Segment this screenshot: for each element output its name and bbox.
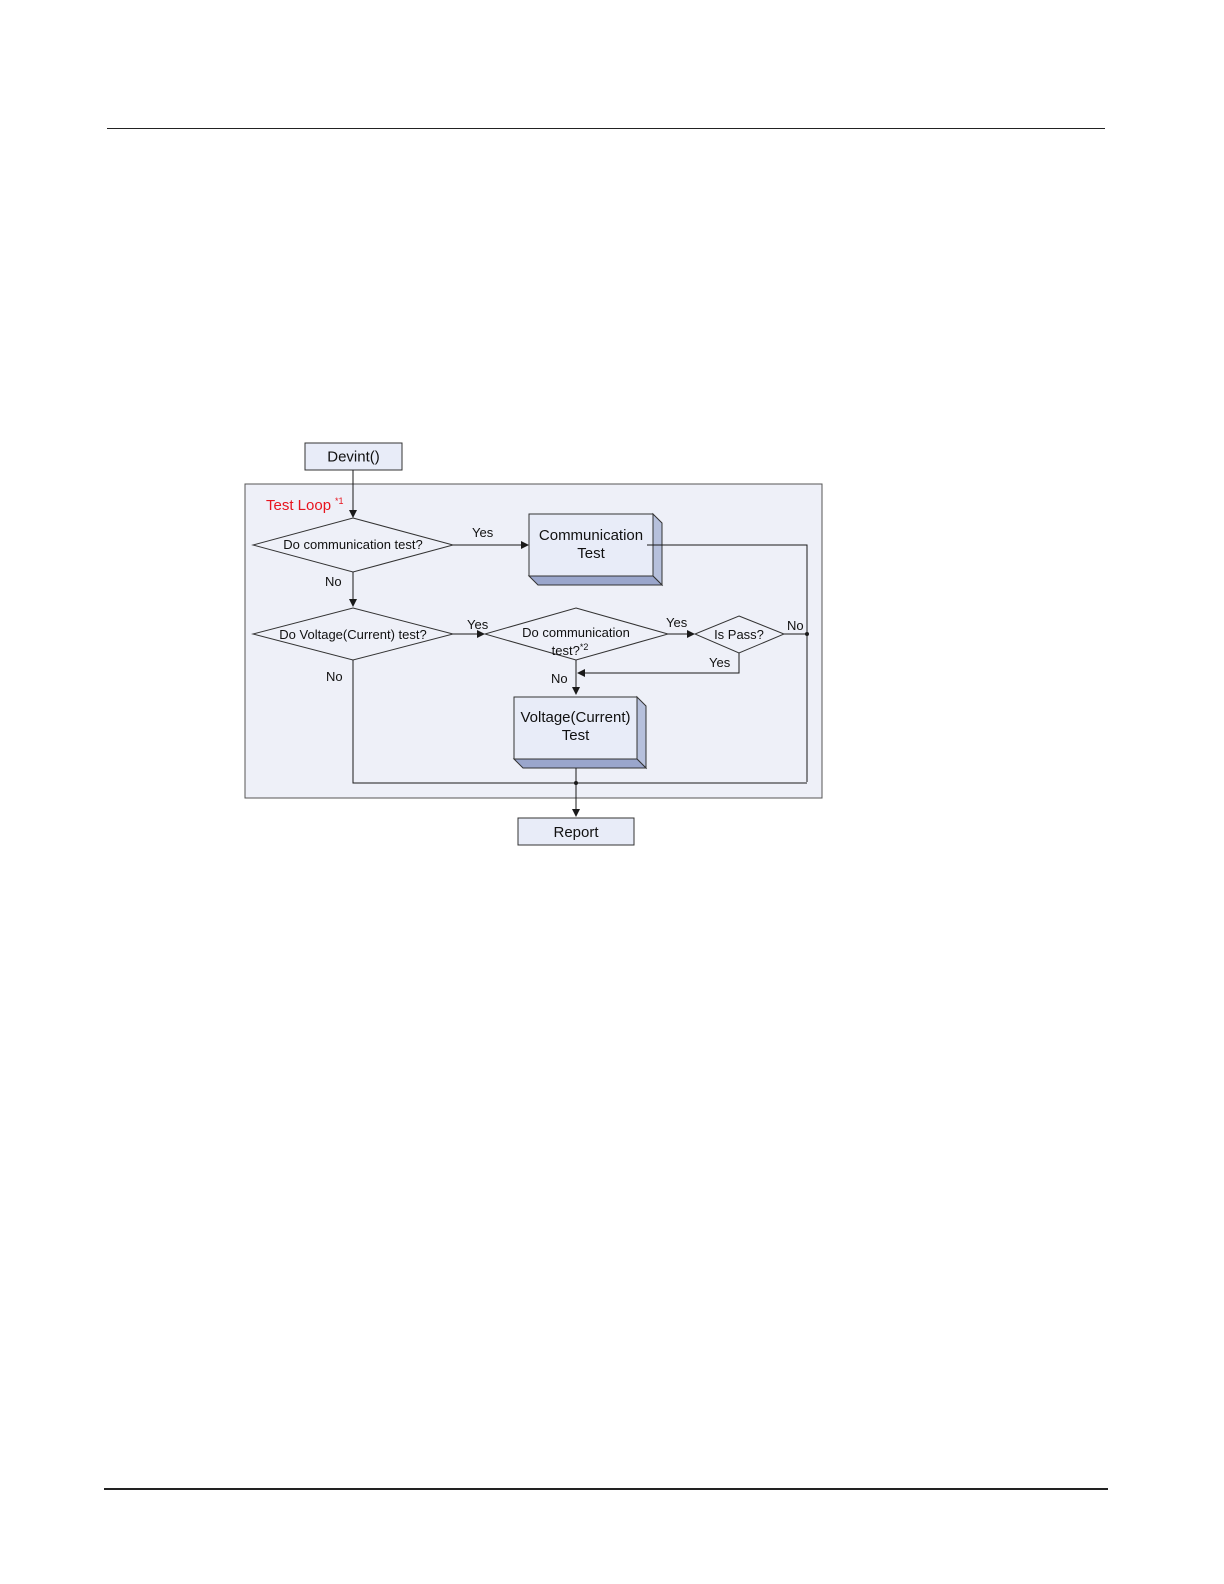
label-no-2: No [326, 669, 343, 684]
decision-communication-2-label-1: Do communication [522, 625, 630, 640]
decision-voltage-label: Do Voltage(Current) test? [279, 627, 426, 642]
process-communication-side [653, 514, 662, 585]
start-node-label: Devint() [327, 449, 380, 466]
process-voltage-label-1: Voltage(Current) [520, 709, 630, 726]
process-voltage-label-2: Test [562, 727, 590, 744]
label-yes-2: Yes [467, 617, 489, 632]
process-communication-label-2: Test [577, 545, 605, 562]
label-yes-4: Yes [709, 655, 731, 670]
decision-is-pass-label: Is Pass? [714, 627, 764, 642]
end-node-label: Report [553, 824, 599, 841]
junction-right [805, 632, 809, 636]
label-yes-3: Yes [666, 615, 688, 630]
process-communication-label-1: Communication [539, 527, 643, 544]
decision-communication-1-label: Do communication test? [283, 537, 422, 552]
process-voltage-side [637, 697, 646, 768]
process-communication-bottom [529, 576, 662, 585]
label-no-4: No [787, 618, 804, 633]
label-yes-1: Yes [472, 525, 494, 540]
process-voltage-bottom [514, 759, 646, 768]
label-no-1: No [325, 574, 342, 589]
label-no-3: No [551, 671, 568, 686]
